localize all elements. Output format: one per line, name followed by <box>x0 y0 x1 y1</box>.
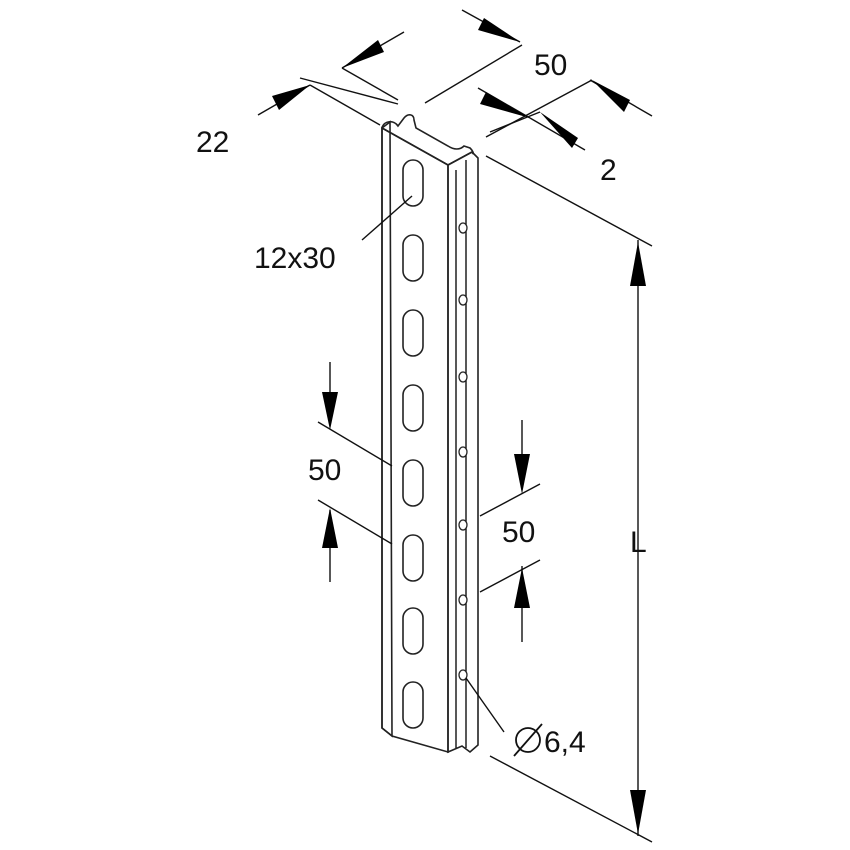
hole <box>458 222 468 234</box>
label-hole-pitch: 50 <box>502 516 535 549</box>
label-length: L <box>630 526 647 559</box>
label-width-top: 50 <box>534 49 567 82</box>
dim-length: L <box>485 155 653 843</box>
arrow-icon <box>630 790 646 834</box>
dim-slot-pitch: 50 <box>308 362 393 582</box>
label-slot-pitch: 50 <box>308 454 341 487</box>
rail-body <box>381 114 479 754</box>
hole-group <box>458 222 468 681</box>
arrow-icon <box>514 568 530 608</box>
label-hole-dia: 6,4 <box>544 726 586 759</box>
arrow-icon <box>322 392 338 430</box>
label-thickness: 2 <box>600 154 617 187</box>
rail-top-profile <box>381 114 475 166</box>
hole <box>458 594 468 606</box>
slot <box>402 159 424 207</box>
slot <box>402 459 424 507</box>
dim-hole-pitch: 50 <box>479 420 541 642</box>
slot <box>402 309 424 357</box>
slot <box>402 681 424 729</box>
dim-depth: 22 <box>196 77 399 159</box>
hole <box>458 446 468 458</box>
arrow-icon <box>272 85 310 110</box>
callout-slot-size: 12x30 <box>254 195 413 275</box>
arrow-icon <box>478 18 520 42</box>
hole <box>458 519 468 531</box>
label-depth: 22 <box>196 126 229 159</box>
arrow-icon <box>630 242 646 286</box>
slot <box>402 607 424 655</box>
arrow-icon <box>514 454 530 494</box>
slot <box>402 384 424 432</box>
dim-thickness: 2 <box>477 79 653 187</box>
hole <box>458 294 468 306</box>
arrow-icon <box>342 40 384 68</box>
hole <box>458 669 468 681</box>
rail-left-lip <box>381 120 393 738</box>
slot <box>402 234 424 282</box>
label-slot-size: 12x30 <box>254 242 336 275</box>
slot-group <box>402 159 424 729</box>
arrow-icon <box>540 112 578 148</box>
diameter-icon <box>513 723 543 757</box>
slot <box>402 534 424 582</box>
arrow-icon <box>322 508 338 548</box>
arrow-icon <box>592 80 630 112</box>
hole <box>458 371 468 383</box>
callout-hole-dia: 6,4 <box>465 677 586 759</box>
arrow-icon <box>480 92 530 118</box>
dim-width-top: 50 <box>341 9 567 104</box>
